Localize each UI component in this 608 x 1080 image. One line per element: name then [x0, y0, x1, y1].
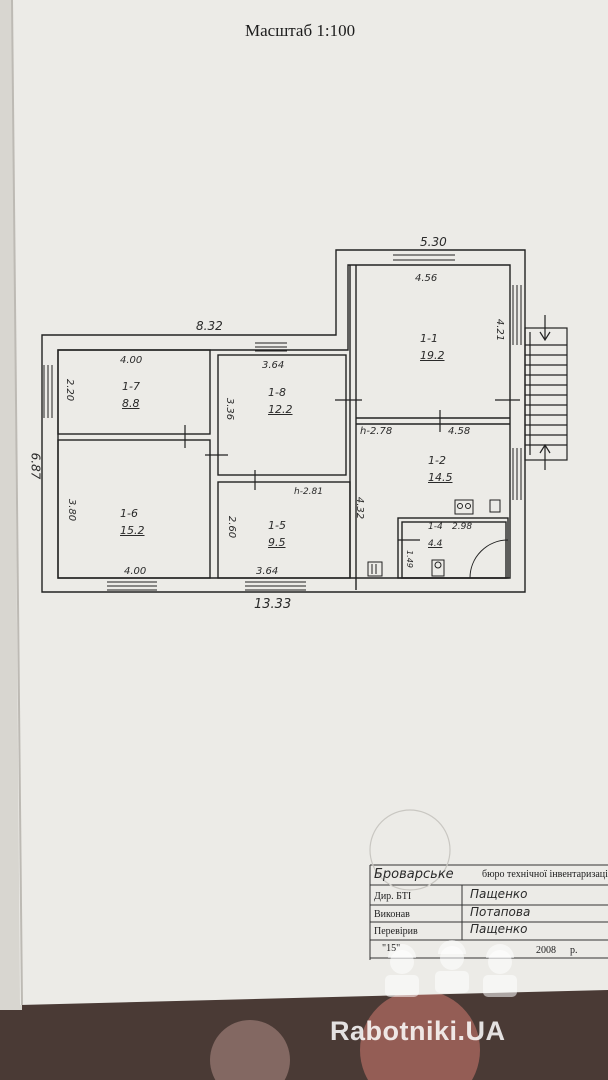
room-1-6-code: 1-6: [120, 507, 138, 520]
watermark-logo-figures: [385, 940, 517, 997]
stamp-date-suffix: р.: [570, 945, 578, 956]
room-1-6-area: 15.2: [120, 524, 145, 537]
room-1-8-dim-width: 3.64: [262, 360, 285, 371]
room-1-5-code: 1-5: [268, 519, 286, 532]
overall-left-height: 6.87: [28, 452, 43, 480]
room-1-1-code: 1-1: [420, 332, 438, 345]
room-1-7-dim-height: 2.20: [64, 378, 76, 402]
room-1-8-area: 12.2: [268, 403, 293, 416]
room-1-2-area: 14.5: [428, 471, 453, 484]
room-1-8-dim-height: 3.36: [224, 397, 236, 421]
room-1-5-dim-height: 2.60: [226, 515, 238, 539]
room-1-4-dim-height: 1.49: [404, 550, 414, 568]
stamp-row-label: Перевірив: [374, 926, 418, 937]
stamp-date-day: "15": [382, 943, 401, 954]
room-1-7-code: 1-7: [122, 380, 140, 393]
porch: [524, 315, 568, 470]
stamp-header-handwritten: Броварське: [374, 867, 454, 882]
stamp-row-signature: Потапова: [470, 905, 531, 919]
faint-stamp: [369, 809, 451, 891]
room-1-5-area: 9.5: [268, 536, 286, 549]
room-1-4-area: 4.4: [428, 539, 443, 549]
room-1-4-dim-width: 2.98: [452, 522, 473, 532]
room-1-1-dim-width: 4.56: [415, 273, 438, 284]
watermark-text: Rabotniki.UA: [330, 1016, 506, 1046]
room-1-6-dim-height: 3.80: [66, 498, 78, 522]
room-1-2-dim-width: 4.58: [448, 426, 471, 437]
room-1-1-dim-height: 4.21: [494, 318, 506, 342]
stamp-date-year: 2008: [536, 945, 556, 956]
room-1-2-dim-height-label: h-2.78: [360, 426, 393, 437]
overall-bottom-width: 13.33: [254, 597, 292, 612]
stamp-row-signature: Пащенко: [470, 922, 528, 936]
room-1-7-area: 8.8: [122, 397, 140, 410]
room-1-2-code: 1-2: [428, 454, 446, 467]
stamp-row-label: Дир. БТІ: [374, 891, 412, 902]
overall-top-right-width: 5.30: [420, 235, 447, 249]
stamp-row-label: Виконав: [374, 909, 410, 920]
room-1-5-dim-width: 3.64: [256, 566, 279, 577]
scale-label: Масштаб 1:100: [245, 21, 356, 40]
room-1-4-code: 1-4: [428, 522, 443, 532]
doors: [184, 399, 520, 541]
room-1-7-dim-width: 4.00: [120, 355, 143, 366]
walls: [41, 249, 526, 593]
overall-top-left-width: 8.32: [196, 319, 223, 333]
room-1-6-dim-width: 4.00: [124, 566, 147, 577]
fixtures: [367, 499, 509, 579]
room-1-8-code: 1-8: [268, 386, 286, 399]
room-1-1-area: 19.2: [420, 349, 445, 362]
paper-sheet: [12, 0, 608, 1005]
stamp-header-printed: бюро технічної інвентаризації: [482, 869, 608, 880]
room-1-5-dim-height-label: h-2.81: [294, 487, 323, 497]
overall-right-mid: 4.32: [354, 496, 366, 520]
stamp-row-signature: Пащенко: [470, 887, 528, 901]
windows: [43, 249, 522, 591]
